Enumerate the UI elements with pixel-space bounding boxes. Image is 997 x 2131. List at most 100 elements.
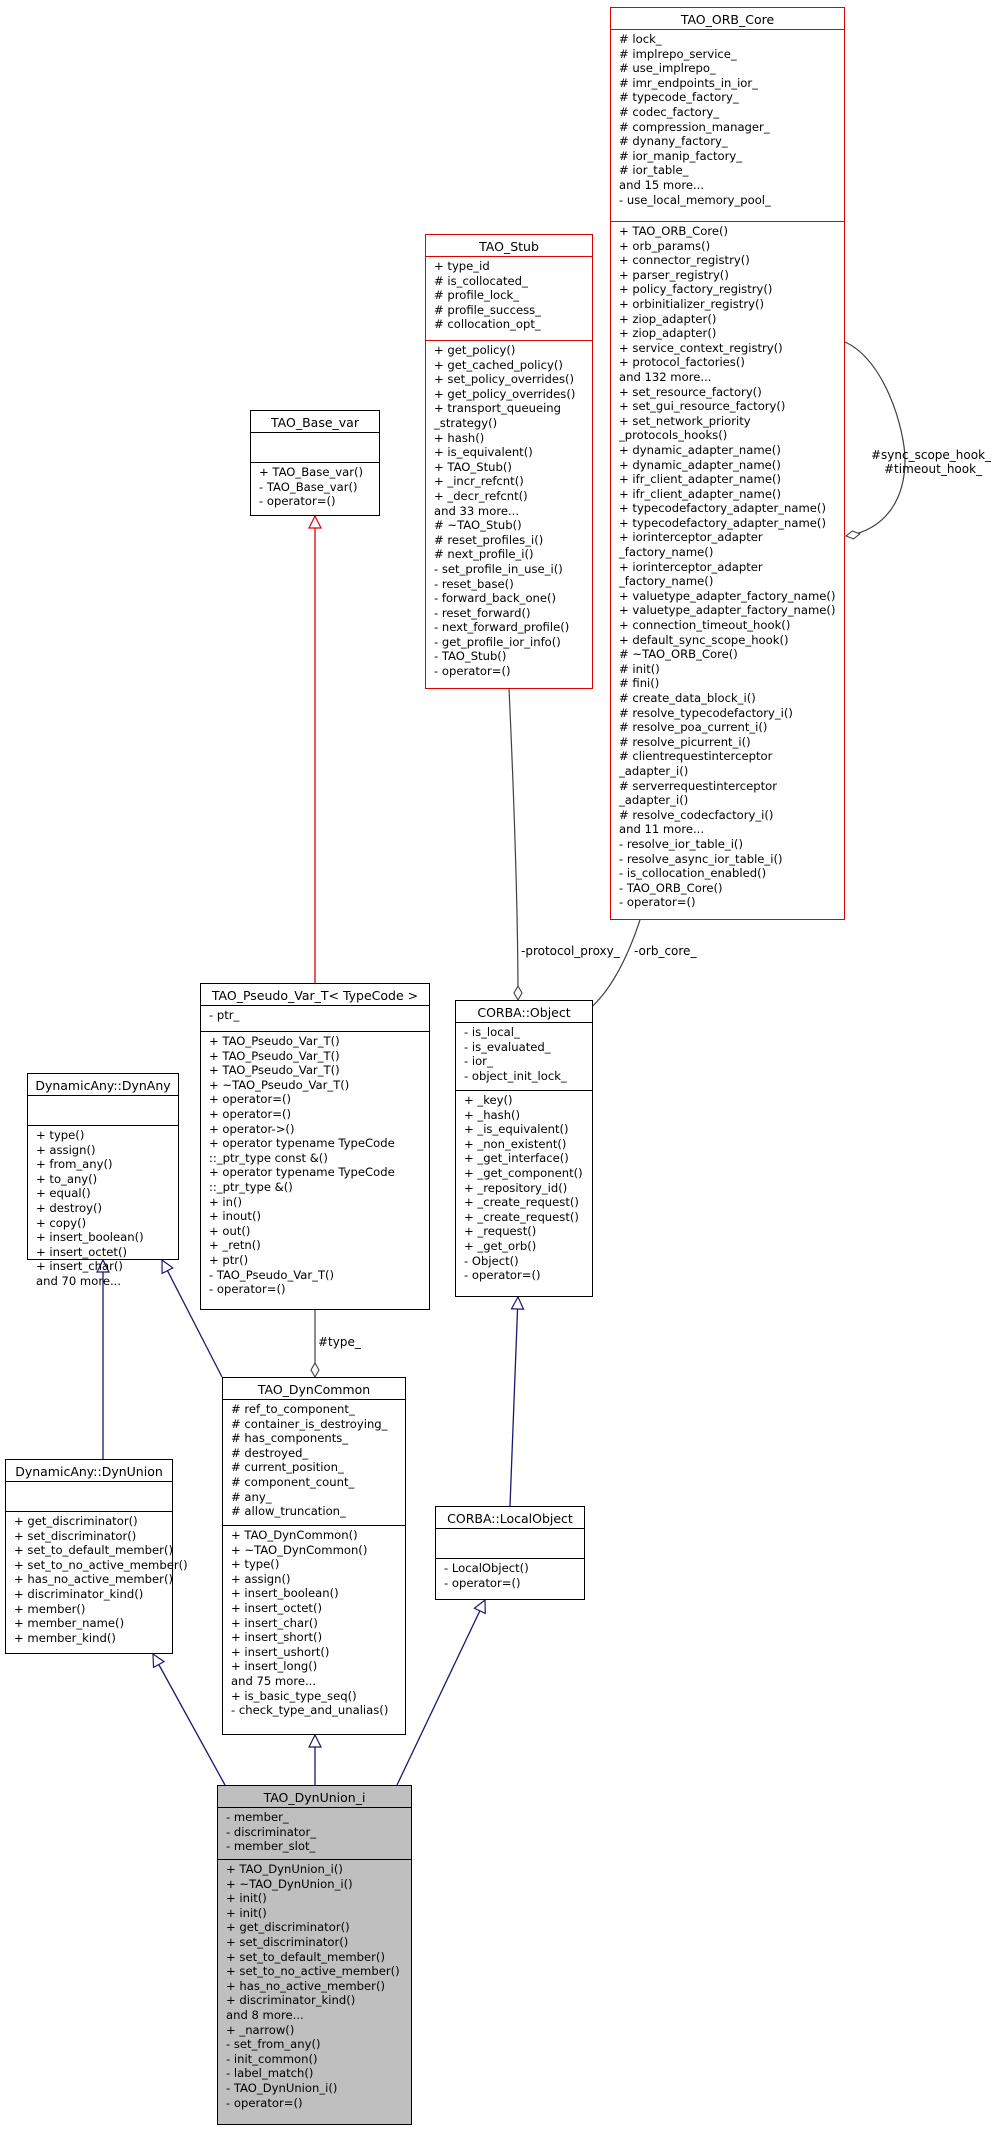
operations-section: - LocalObject()- operator=() [436, 1558, 584, 1590]
operations-section: + get_discriminator()+ set_discriminator… [6, 1511, 188, 1645]
attributes-section [436, 1528, 584, 1558]
member-line: - is_collocation_enabled() [619, 866, 767, 881]
member-line: + default_sync_scope_hook() [619, 632, 789, 647]
member-line: + ~TAO_Pseudo_Var_T() [209, 1077, 350, 1092]
member-line: + _decr_refcnt() [434, 488, 528, 503]
attributes-section: + type_id# is_collocated_# profile_lock_… [426, 256, 592, 340]
member-line: + transport_queueing [434, 401, 562, 416]
member-line: + orbinitializer_registry() [619, 296, 764, 311]
member-line: # has_components_ [231, 1431, 349, 1446]
member-line: + ~TAO_DynUnion_i() [226, 1876, 353, 1891]
member-line: + has_no_active_member() [226, 1978, 385, 1993]
member-line: + set_resource_factory() [619, 384, 762, 399]
member-line: + init() [226, 1891, 267, 1906]
member-line: - set_from_any() [226, 2037, 321, 2052]
class-dynamicany-dynany[interactable]: DynamicAny::DynAny + type()+ assign()+ f… [27, 1073, 179, 1288]
member-line: # ~TAO_ORB_Core() [619, 647, 738, 662]
member-line: - ior_ [464, 1054, 493, 1069]
operations-section: + TAO_ORB_Core()+ orb_params()+ connecto… [611, 221, 844, 910]
class-title: CORBA::Object [477, 1005, 571, 1020]
member-line: + TAO_DynCommon() [231, 1528, 358, 1542]
member-line: # ~TAO_Stub() [434, 518, 522, 533]
class-corba-localobject[interactable]: CORBA::LocalObject - LocalObject()- oper… [435, 1506, 585, 1600]
member-line: + is_equivalent() [434, 445, 533, 460]
member-line: # create_data_block_i() [619, 691, 756, 705]
member-line: - init_common() [226, 2051, 318, 2066]
member-line: # allow_truncation_ [231, 1504, 346, 1519]
member-line: _protocols_hooks() [619, 428, 728, 443]
member-line: + set_to_default_member() [14, 1543, 173, 1558]
member-line: # codec_factory_ [619, 104, 720, 119]
member-line: + assign() [36, 1142, 96, 1157]
class-tao-stub[interactable]: TAO_Stub + type_id# is_collocated_# prof… [425, 234, 593, 689]
member-line: - TAO_ORB_Core() [619, 880, 723, 895]
member-line: + _is_equivalent() [464, 1122, 569, 1137]
class-tao-dynunion-i[interactable]: TAO_DynUnion_i - member_- discriminator_… [217, 1785, 412, 2125]
edge-dynunion-i-to-localobject [396, 1600, 485, 1786]
member-line: # component_count_ [231, 1474, 355, 1489]
member-line: + from_any() [36, 1157, 113, 1172]
operations-section: + type()+ assign()+ from_any()+ to_any()… [28, 1125, 178, 1289]
class-tao-dyncommon[interactable]: TAO_DynCommon # ref_to_component_# conta… [222, 1377, 406, 1735]
class-tao-pseudo-var-t[interactable]: TAO_Pseudo_Var_T< TypeCode > - ptr_ + TA… [200, 983, 430, 1310]
member-line: + insert_octet() [231, 1600, 322, 1615]
member-line: + connection_timeout_hook() [619, 618, 791, 633]
member-line: + member_name() [14, 1616, 125, 1631]
member-line: + insert_char() [231, 1615, 318, 1630]
member-line: + _incr_refcnt() [434, 474, 524, 489]
class-title: TAO_Base_var [271, 415, 359, 430]
member-line: + destroy() [36, 1200, 102, 1215]
member-line: - next_forward_profile() [434, 620, 570, 635]
member-line: + _repository_id() [464, 1180, 568, 1195]
operations-section: + TAO_DynUnion_i()+ ~TAO_DynUnion_i()+ i… [218, 1859, 411, 2110]
member-line: - TAO_DynUnion_i() [226, 2080, 338, 2095]
operations-section: + TAO_Pseudo_Var_T()+ TAO_Pseudo_Var_T()… [201, 1031, 429, 1297]
member-line: + member() [14, 1601, 86, 1616]
member-line: - member_ [226, 1810, 289, 1824]
member-line: - label_match() [226, 2066, 314, 2081]
member-line: - member_slot_ [226, 1839, 316, 1854]
member-line: + ~TAO_DynCommon() [231, 1542, 368, 1557]
attributes-section: - ptr_ [201, 1005, 429, 1031]
member-line: # resolve_picurrent_i() [619, 734, 751, 749]
member-line: ::_ptr_type const &() [209, 1150, 328, 1165]
member-line: # ior_table_ [619, 163, 689, 178]
member-line: + _narrow() [226, 2022, 295, 2037]
label-protocol-proxy: -protocol_proxy_ [521, 944, 620, 958]
member-line: + ptr() [209, 1252, 249, 1267]
operations-section: + _key()+ _hash()+ _is_equivalent()+ _no… [456, 1090, 592, 1283]
member-line: and 70 more... [36, 1273, 122, 1288]
class-dynamicany-dynunion[interactable]: DynamicAny::DynUnion + get_discriminator… [5, 1459, 188, 1654]
member-line: + init() [226, 1905, 267, 1920]
label-timeout-hook: #timeout_hook_ [884, 462, 983, 476]
class-title: DynamicAny::DynUnion [15, 1464, 163, 1479]
class-title: TAO_Pseudo_Var_T< TypeCode > [211, 988, 419, 1003]
member-line: + inout() [209, 1209, 262, 1224]
member-line: - operator=() [259, 494, 336, 509]
member-line: # profile_success_ [434, 302, 541, 317]
member-line: + TAO_Stub() [434, 459, 512, 474]
member-line: - use_local_memory_pool_ [619, 192, 771, 207]
member-line: + _retn() [209, 1238, 261, 1253]
member-line: + _non_existent() [464, 1136, 567, 1151]
member-line: + policy_factory_registry() [619, 282, 773, 297]
member-line: # imr_endpoints_in_ior_ [619, 75, 758, 90]
member-line: - discriminator_ [226, 1824, 317, 1839]
member-line: - set_profile_in_use_i() [434, 561, 563, 576]
class-corba-object[interactable]: CORBA::Object - is_local_- is_evaluated_… [455, 1000, 593, 1297]
class-title: TAO_DynUnion_i [263, 1790, 366, 1805]
member-line: # clientrequestinterceptor [619, 749, 773, 764]
member-line: # profile_lock_ [434, 288, 520, 303]
member-line: + valuetype_adapter_factory_name() [619, 588, 836, 603]
member-line: + dynamic_adapter_name() [619, 457, 781, 472]
member-line: + insert_boolean() [231, 1586, 339, 1601]
member-line: # lock_ [619, 32, 662, 46]
member-line: # resolve_typecodefactory_i() [619, 705, 793, 720]
edge-orb-core-self-hooks [844, 341, 906, 536]
member-line: # ref_to_component_ [231, 1402, 355, 1416]
class-title: TAO_Stub [479, 239, 539, 254]
member-line: # use_implrepo_ [619, 61, 716, 76]
member-line: - check_type_and_unalias() [231, 1703, 389, 1718]
class-tao-base-var[interactable]: TAO_Base_var + TAO_Base_var()- TAO_Base_… [250, 410, 380, 516]
class-tao-orb-core[interactable]: TAO_ORB_Core # lock_# implrepo_service_#… [610, 7, 845, 920]
